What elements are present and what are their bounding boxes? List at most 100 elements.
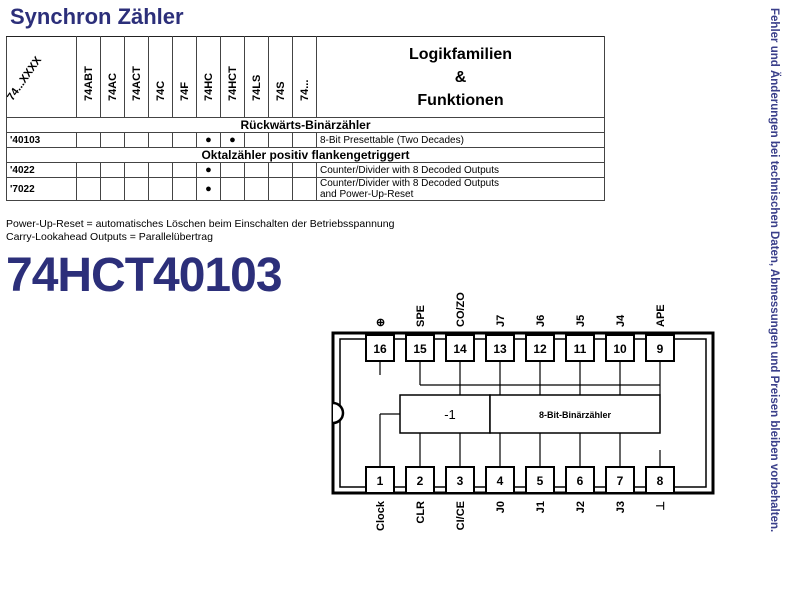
pin-label: ⊥ bbox=[655, 501, 667, 511]
ic-pin: 11 bbox=[565, 334, 595, 362]
ic-pin: 14 bbox=[445, 334, 475, 362]
description-line: and Power-Up-Reset bbox=[320, 189, 414, 200]
ic-pin: 1 bbox=[365, 466, 395, 494]
table-row: '40103 ●● 8-Bit Presettable (Two Decades) bbox=[6, 132, 605, 148]
empty-cell bbox=[292, 177, 317, 201]
empty-cell bbox=[220, 162, 245, 178]
pin-label: CI/CE bbox=[455, 501, 467, 530]
family-column-header: 74HC bbox=[196, 36, 221, 118]
ic-pin: 13 bbox=[485, 334, 515, 362]
pin-number: 15 bbox=[413, 342, 427, 356]
empty-cell bbox=[76, 132, 101, 148]
empty-cell bbox=[100, 162, 125, 178]
family-name: 74HCT bbox=[226, 66, 239, 101]
ic-pin: 6 bbox=[565, 466, 595, 494]
part-number: 74HCT40103 bbox=[6, 249, 283, 302]
section-title: Oktalzähler positiv flankengetriggert bbox=[6, 147, 605, 163]
logik-header-cell: Logikfamilien&Funktionen bbox=[316, 36, 605, 118]
family-name: 74S bbox=[274, 81, 287, 101]
pin-box bbox=[565, 466, 595, 494]
description-line: 8-Bit Presettable (Two Decades) bbox=[320, 134, 464, 146]
family-column-header: 74S bbox=[268, 36, 293, 118]
pin-label: J5 bbox=[575, 315, 587, 327]
function-description: 8-Bit Presettable (Two Decades) bbox=[316, 132, 605, 148]
note-power-up-reset: Power-Up-Reset = automatisches Löschen b… bbox=[6, 218, 395, 230]
pin-box bbox=[605, 334, 635, 362]
empty-cell bbox=[244, 132, 269, 148]
supported-dot: ● bbox=[196, 162, 221, 178]
notes: Power-Up-Reset = automatisches Löschen b… bbox=[6, 218, 394, 244]
logik-header-line: & bbox=[454, 68, 467, 86]
pin-number: 14 bbox=[453, 342, 467, 356]
family-header-label: 74...XXXX bbox=[6, 54, 45, 103]
pin-label: J7 bbox=[495, 315, 507, 327]
pin-label: J4 bbox=[615, 314, 627, 327]
family-name: 74LS bbox=[250, 74, 263, 101]
empty-cell bbox=[268, 162, 293, 178]
pin-number: 2 bbox=[417, 474, 424, 488]
empty-cell bbox=[268, 177, 293, 201]
ic-pin: 4 bbox=[485, 466, 515, 494]
empty-cell bbox=[244, 162, 269, 178]
ic-pin: 15 bbox=[405, 334, 435, 362]
description-line: Counter/Divider with 8 Decoded Outputs bbox=[320, 164, 499, 176]
empty-cell bbox=[148, 162, 173, 178]
pin-number: 8 bbox=[657, 474, 664, 488]
empty-cell bbox=[100, 132, 125, 148]
family-name: 74ACT bbox=[130, 66, 143, 101]
family-column-header: 74F bbox=[172, 36, 197, 118]
ic-pin: 3 bbox=[445, 466, 475, 494]
pin-box bbox=[365, 334, 395, 362]
decrement-block bbox=[399, 394, 491, 434]
pin-label: SPE bbox=[415, 305, 427, 327]
empty-cell bbox=[124, 162, 149, 178]
pin-number: 13 bbox=[493, 342, 507, 356]
family-column-header: 74HCT bbox=[220, 36, 245, 118]
decrement-label: -1 bbox=[444, 407, 456, 422]
pin-number: 3 bbox=[457, 474, 464, 488]
pin-number: 6 bbox=[577, 474, 584, 488]
pin-number: 11 bbox=[574, 342, 587, 356]
empty-cell bbox=[292, 132, 317, 148]
part-code: '40103 bbox=[6, 132, 77, 148]
table-row: '7022●Counter/Divider with 8 Decoded Out… bbox=[6, 177, 605, 201]
pin-box bbox=[605, 466, 635, 494]
empty-cell bbox=[148, 132, 173, 148]
supported-dot: ● bbox=[220, 132, 245, 148]
family-column-header: 74LS bbox=[244, 36, 269, 118]
table-row: '4022 ● Counter/Divider with 8 Decoded Out… bbox=[6, 162, 605, 178]
ic-pin: 7 bbox=[605, 466, 635, 494]
pin-label: J6 bbox=[535, 315, 547, 327]
pin-label: ⊕ bbox=[375, 318, 387, 327]
empty-cell bbox=[76, 177, 101, 201]
family-name: 74... bbox=[298, 79, 311, 101]
empty-cell bbox=[172, 177, 197, 201]
empty-cell bbox=[220, 177, 245, 201]
family-column-header: 74... bbox=[292, 36, 317, 118]
pin-box bbox=[445, 466, 475, 494]
pin-box bbox=[365, 466, 395, 494]
function-description: Counter/Divider with 8 Decoded Outputs bbox=[316, 162, 605, 178]
family-column-header: 74AC bbox=[100, 36, 125, 118]
ic-pin: 8 bbox=[645, 466, 675, 494]
empty-cell bbox=[292, 162, 317, 178]
pin-box bbox=[525, 466, 555, 494]
family-name: 74AC bbox=[106, 72, 119, 101]
counter-label: 8-Bit-Binärzähler bbox=[539, 410, 612, 420]
part-code: '4022 bbox=[6, 162, 77, 178]
ic-pin: 12 bbox=[525, 334, 555, 362]
pin-label: APE bbox=[655, 304, 667, 327]
pin-label: J1 bbox=[535, 501, 547, 513]
supported-dot: ● bbox=[196, 132, 221, 148]
pin-box bbox=[525, 334, 555, 362]
ic-pin: 9 bbox=[645, 334, 675, 362]
pin-number: 10 bbox=[613, 342, 627, 356]
family-column-header: 74ABT bbox=[76, 36, 101, 118]
ic-pin: 5 bbox=[525, 466, 555, 494]
empty-cell bbox=[244, 177, 269, 201]
empty-cell bbox=[268, 132, 293, 148]
empty-cell bbox=[76, 162, 101, 178]
pin-number: 4 bbox=[497, 474, 504, 488]
pin-number: 16 bbox=[373, 342, 387, 356]
